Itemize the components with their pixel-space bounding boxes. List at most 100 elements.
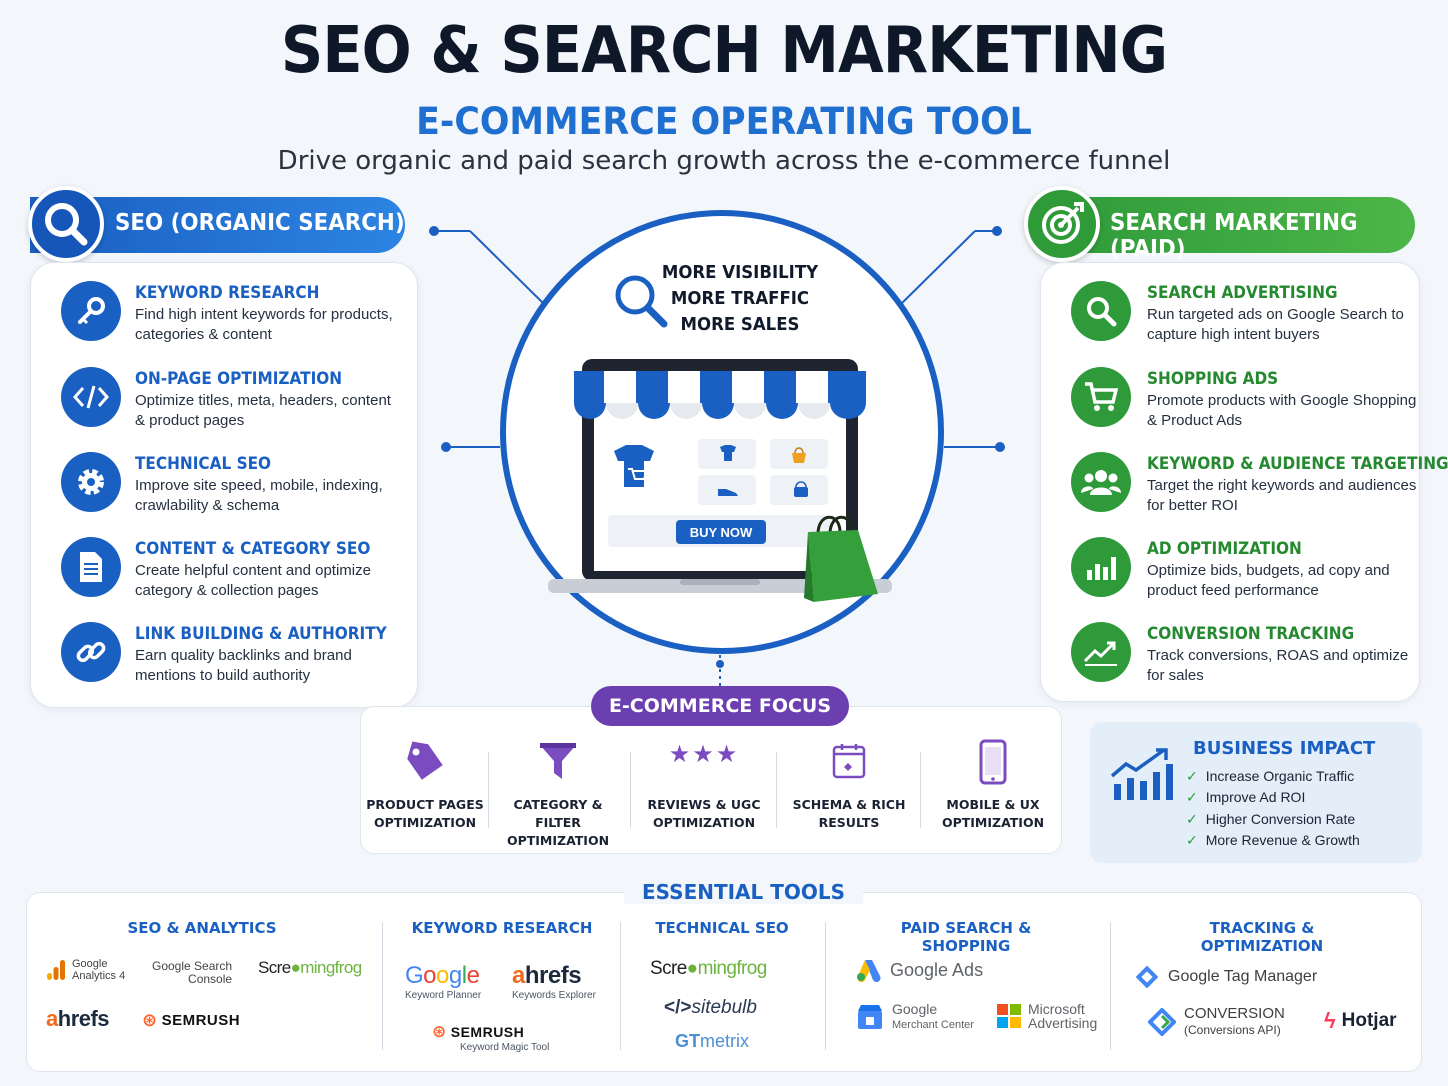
impact-item: ✓Improve Ad ROI <box>1186 789 1306 805</box>
center-line-traffic: MORE TRAFFIC <box>670 288 810 309</box>
feature-desc: Find high intent keywords for products, … <box>135 306 393 343</box>
check-icon: ✓ <box>1186 768 1198 784</box>
focus-item-mobile: MOBILE & UX OPTIMIZATION <box>925 736 1061 832</box>
analytics-icon <box>47 960 65 980</box>
focus-label-line2: RESULTS <box>818 815 880 830</box>
ecommerce-focus-panel <box>360 706 1062 854</box>
impact-item: ✓Higher Conversion Rate <box>1186 811 1356 827</box>
feature-title: ON-PAGE OPTIMIZATION <box>135 369 343 389</box>
semrush-icon: ⊛ <box>432 1022 447 1041</box>
focus-divider <box>488 752 489 828</box>
buy-now-button: BUY NOW <box>676 520 766 544</box>
shopping-bag-icon <box>804 515 878 602</box>
conversion-api-icon <box>1148 1008 1176 1036</box>
focus-item-schema: SCHEMA & RICH RESULTS <box>781 736 917 832</box>
growth-chart-icon <box>1110 748 1173 800</box>
google-ads-icon <box>857 960 881 982</box>
check-icon: ✓ <box>1186 811 1198 827</box>
focus-label-line1: SCHEMA & RICH <box>792 797 906 812</box>
feature-title: CONTENT & CATEGORY SEO <box>135 539 371 559</box>
feature-title: TECHNICAL SEO <box>135 454 272 474</box>
focus-label-line2: OPTIMIZATION <box>941 815 1045 830</box>
center-line-sales: MORE SALES <box>680 314 800 335</box>
focus-label-line1: MOBILE & UX <box>946 797 1040 812</box>
tool-screaming-frog: Scre●mingfrog <box>258 958 362 977</box>
frog-icon: ● <box>290 958 301 977</box>
impact-item: ✓Increase Organic Traffic <box>1186 768 1355 784</box>
search-icon <box>1071 281 1131 341</box>
tool-category: TRACKING & OPTIMIZATION <box>1200 919 1324 955</box>
paid-panel: SEARCH ADVERTISING Run targeted ads on G… <box>1040 262 1448 702</box>
tool-screaming-frog: Scre●mingfrog <box>650 958 767 979</box>
feature-desc: Track conversions, ROAS and optimize for… <box>1147 647 1409 684</box>
tool-category: TECHNICAL SEO <box>655 919 789 937</box>
feature-desc: Target the right keywords and audiences … <box>1147 477 1417 514</box>
tools-divider <box>620 922 621 1050</box>
schema-icon <box>781 736 917 788</box>
business-impact-title: BUSINESS IMPACT <box>1193 738 1376 759</box>
tools-divider <box>382 922 383 1050</box>
semrush-icon: ⊛ <box>142 1010 158 1030</box>
focus-label-line2: OPTIMIZATION <box>652 815 756 830</box>
feature-title: KEYWORD RESEARCH <box>135 283 320 303</box>
frog-icon: ● <box>686 958 698 979</box>
microsoft-icon <box>997 1004 1021 1028</box>
feature-title: KEYWORD & AUDIENCE TARGETING <box>1147 454 1448 474</box>
tool-google-tag-manager: Google Tag Manager <box>1134 964 1317 990</box>
bar-chart-icon <box>1071 537 1131 597</box>
feature-desc: Run targeted ads on Google Search to cap… <box>1147 306 1404 343</box>
feature-desc: Promote products with Google Shopping & … <box>1147 392 1417 429</box>
tool-conversions-api: CONVERSION(Conversions API) <box>1148 1006 1285 1038</box>
page-tagline: Drive organic and paid search growth acr… <box>277 146 1171 176</box>
check-icon: ✓ <box>1186 832 1198 848</box>
feature-desc: Create helpful content and optimize cate… <box>135 562 371 599</box>
hotjar-icon: ϟ <box>1324 1008 1336 1033</box>
focus-label-line1: REVIEWS & UGC <box>647 797 761 812</box>
focus-divider <box>920 752 921 828</box>
seo-header-label: SEO (ORGANIC SEARCH) <box>115 210 405 236</box>
essential-tools-panel <box>26 892 1422 1072</box>
impact-item: ✓More Revenue & Growth <box>1186 832 1360 848</box>
feature-title: LINK BUILDING & AUTHORITY <box>135 624 387 644</box>
paid-header-label: SEARCH MARKETING (PAID) <box>1110 210 1358 262</box>
feature-desc: Improve site speed, mobile, indexing, cr… <box>135 477 383 514</box>
tool-ahrefs: ahrefs <box>46 1006 110 1031</box>
seo-panel: KEYWORD RESEARCH Find high intent keywor… <box>30 262 418 708</box>
target-icon <box>1024 186 1100 262</box>
link-icon <box>61 622 121 682</box>
merchant-center-icon <box>858 1005 882 1029</box>
stars-icon: ★★★ <box>668 741 740 768</box>
document-icon <box>61 537 121 597</box>
ecommerce-focus-label: E-COMMERCE FOCUS <box>591 686 849 726</box>
feature-title: SHOPPING ADS <box>1147 369 1279 389</box>
tools-divider <box>825 922 826 1050</box>
page-subtitle: E-COMMERCE OPERATING TOOL <box>416 100 1032 143</box>
focus-label-line1: CATEGORY & FILTER <box>513 797 603 830</box>
mobile-icon <box>925 736 1061 788</box>
feature-title: CONVERSION TRACKING <box>1147 624 1355 644</box>
focus-label-line2: OPTIMIZATION <box>373 815 477 830</box>
tool-sitebulb: </>sitebulb <box>664 997 757 1018</box>
feature-title: SEARCH ADVERTISING <box>1147 283 1338 303</box>
tool-semrush-keyword-magic: ⊛SEMRUSH Keyword Magic Tool <box>432 1022 550 1053</box>
audience-icon <box>1071 452 1131 512</box>
tag-manager-icon <box>1135 965 1159 989</box>
essential-tools-title: ESSENTIAL TOOLS <box>624 880 864 904</box>
paid-header-pill <box>1040 197 1415 253</box>
center-line-visibility: MORE VISIBILITY <box>661 262 819 283</box>
focus-item-reviews: ★★★ REVIEWS & UGC OPTIMIZATION <box>636 736 772 832</box>
feature-desc: Optimize bids, budgets, ad copy and prod… <box>1147 562 1390 599</box>
tool-google-keyword-planner: Google Keyword Planner <box>405 962 482 1001</box>
code-icon <box>61 367 121 427</box>
tool-ahrefs-keywords-explorer: ahrefs Keywords Explorer <box>512 962 596 1001</box>
filter-icon <box>490 736 626 788</box>
check-icon: ✓ <box>1186 789 1198 805</box>
tools-divider <box>1110 922 1111 1050</box>
tool-category: KEYWORD RESEARCH <box>411 919 593 937</box>
